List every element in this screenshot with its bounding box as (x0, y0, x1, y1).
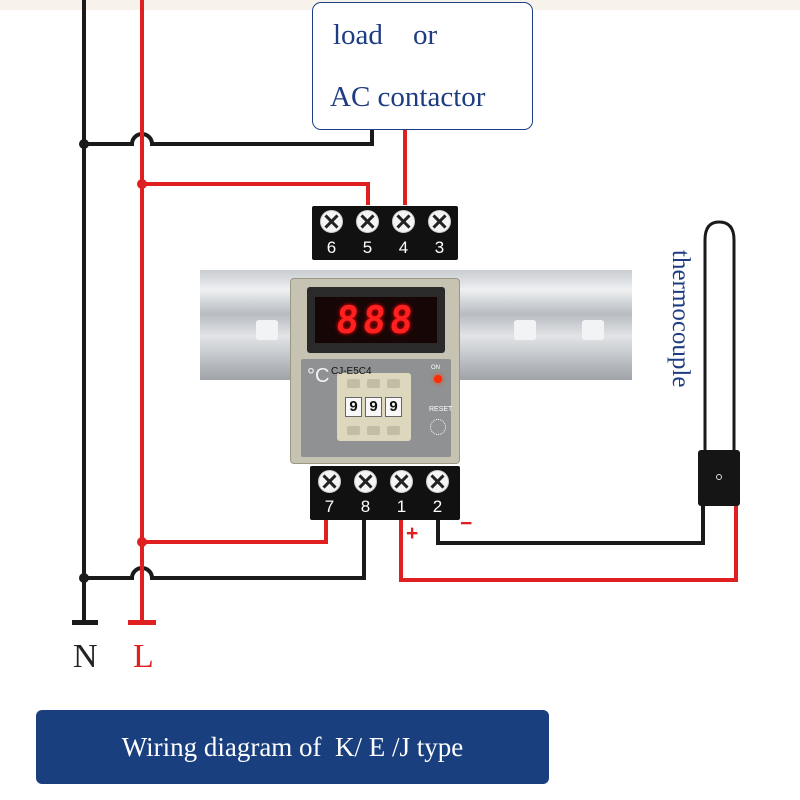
reset-knob-icon[interactable] (430, 419, 446, 435)
setpoint-digit: 9 (365, 397, 382, 417)
thumbwheel-switch[interactable]: 9 9 9 (337, 373, 411, 441)
rail-slot (582, 320, 604, 340)
terminal-3: 3 (422, 206, 457, 260)
setpoint-digit: 9 (345, 397, 362, 417)
junction-dot (79, 573, 89, 583)
line-to-terminal-5 (142, 182, 370, 205)
terminal-1: 1 (384, 466, 419, 520)
junction-dot (137, 179, 147, 189)
polarity-plus: + (406, 522, 419, 545)
temperature-controller: 888 °C ON 9 9 9 RESET CJ-E5C4 (290, 278, 460, 464)
load-word: load (333, 19, 383, 51)
thermo-probe-loop (703, 220, 736, 452)
thumbwheel-up-key[interactable] (387, 379, 400, 388)
thermo-plus-lead (399, 505, 738, 582)
junction-dot-icon (716, 474, 722, 480)
neutral-label: N (73, 638, 98, 675)
reset-label: RESET (429, 406, 453, 413)
thermocouple-label: thermocouple (667, 250, 694, 388)
terminal-number: 5 (362, 238, 373, 257)
terminal-number: 7 (324, 497, 335, 516)
terminal-number: 4 (398, 238, 409, 257)
model-label: CJ-E5C4 (331, 366, 372, 377)
line-terminal-bar (128, 620, 156, 625)
bottom-terminal-strip: 7 8 1 2 (310, 466, 460, 520)
screw-icon (428, 210, 451, 233)
thumbwheel-down-key[interactable] (367, 426, 380, 435)
screw-icon (320, 210, 343, 233)
terminal-number: 8 (360, 497, 371, 516)
line-to-terminal-7 (142, 514, 328, 544)
thumbwheel-down-key[interactable] (347, 426, 360, 435)
thumbwheel-down-key[interactable] (387, 426, 400, 435)
setpoint-digit: 9 (385, 397, 402, 417)
diagram-title: Wiring diagram of K/ E /J type (121, 731, 464, 762)
junction-dot (79, 139, 89, 149)
title-banner: Wiring diagram of K/ E /J type (36, 710, 549, 784)
terminal-number: 6 (326, 238, 337, 257)
terminal-number: 2 (432, 497, 443, 516)
screw-icon (356, 210, 379, 233)
led-display: 888 (315, 297, 437, 343)
terminal-5: 5 (350, 206, 385, 260)
terminal-number: 3 (434, 238, 445, 257)
status-led-icon (434, 375, 442, 383)
screw-icon (390, 470, 413, 493)
setpoint-window: 9 9 9 (345, 397, 403, 417)
screw-icon (318, 470, 341, 493)
terminal-8: 8 (348, 466, 383, 520)
or-word: or (412, 19, 438, 51)
junction-dot (137, 537, 147, 547)
display-digits: 888 (333, 298, 419, 342)
neutral-to-terminal-8 (84, 514, 366, 580)
load-line-2: AC contactor (330, 81, 486, 113)
terminal-4: 4 (386, 206, 421, 260)
line-label: L (133, 638, 154, 675)
terminal-number: 1 (396, 497, 407, 516)
polarity-minus: − (460, 512, 473, 535)
screw-icon (426, 470, 449, 493)
neutral-to-load (84, 130, 374, 146)
terminal-7: 7 (312, 466, 347, 520)
rail-slot (256, 320, 278, 340)
screw-icon (354, 470, 377, 493)
thumbwheel-up-key[interactable] (367, 379, 380, 388)
top-terminal-strip: 6 5 4 3 (312, 206, 458, 260)
thermocouple-junction (698, 450, 740, 506)
rail-slot (514, 320, 536, 340)
thermo-minus-lead (436, 505, 705, 545)
terminal-6: 6 (314, 206, 349, 260)
thumbwheel-up-key[interactable] (347, 379, 360, 388)
neutral-terminal-bar (72, 620, 98, 625)
face-plate: °C ON 9 9 9 RESET (301, 359, 453, 457)
led-label: ON (431, 365, 440, 371)
display-frame: 888 (307, 287, 445, 353)
degree-unit: °C (307, 365, 330, 387)
terminal-2: 2 (420, 466, 455, 520)
screw-icon (392, 210, 415, 233)
